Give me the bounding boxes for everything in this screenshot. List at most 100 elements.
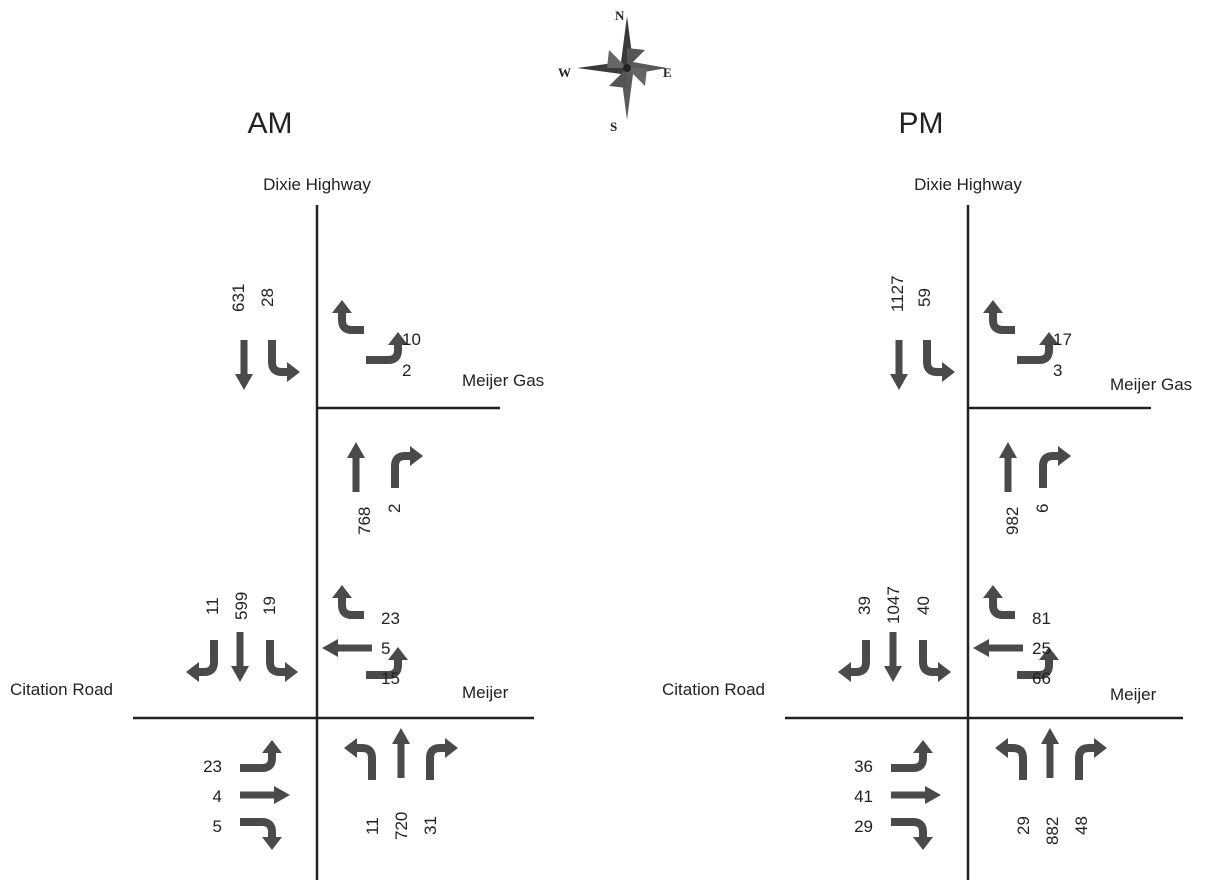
southbound-right-arrow-icon: [927, 340, 955, 382]
volume-nb-right: 2: [385, 504, 404, 513]
upper-northbound: 982 6: [999, 442, 1071, 535]
lower-northbound: 11 720 31: [344, 728, 458, 840]
volume-wb-left: 23: [381, 609, 400, 628]
southbound-left-turn-arrow-icon: [923, 640, 951, 682]
southbound-through-arrow-icon: [235, 340, 253, 390]
eastbound-left-arrow-icon: [891, 740, 933, 768]
am-panel: AM Dixie Highway Meijer Gas Citation Roa…: [10, 107, 544, 880]
lower-eastbound: 36 41 29: [854, 740, 941, 850]
street-citation-road: Citation Road: [10, 680, 113, 699]
volume-sb-through: 1127: [888, 275, 907, 312]
lower-westbound: 81 25 66: [973, 585, 1059, 688]
volume-sb-right: 39: [855, 596, 874, 615]
westbound-left-arrow-icon: [983, 585, 1015, 615]
southbound-through-arrow-icon: [890, 340, 908, 390]
street-meijer-gas: Meijer Gas: [1110, 375, 1192, 394]
westbound-uturn-arrow-icon: [983, 300, 1015, 330]
lower-eastbound: 23 4 5: [203, 740, 290, 850]
upper-westbound: 10 2: [332, 300, 421, 380]
southbound-through-arrow-icon: [231, 632, 249, 682]
volume-sb-through: 599: [232, 592, 251, 620]
street-meijer-gas: Meijer Gas: [462, 371, 544, 390]
upper-southbound: 631 28: [229, 284, 300, 390]
period-title: AM: [248, 107, 293, 140]
volume-eb-left: 36: [854, 757, 873, 776]
volume-eb-left: 23: [203, 757, 222, 776]
southbound-left-turn-arrow-icon: [270, 640, 298, 682]
northbound-right-arrow-icon: [1043, 446, 1071, 488]
lower-westbound: 23 5 15: [322, 585, 408, 688]
street-citation-road: Citation Road: [662, 680, 765, 699]
eastbound-right-arrow-icon: [891, 822, 933, 850]
volume-nb-left: 11: [363, 817, 382, 835]
volume-sb-through: 1047: [884, 586, 903, 624]
volume-sb-left: 40: [914, 596, 933, 615]
volume-nb-right: 31: [421, 816, 440, 835]
compass-east-label: E: [663, 65, 672, 80]
upper-southbound: 1127 59: [888, 275, 955, 390]
volume-nb-right: 48: [1072, 816, 1091, 835]
eastbound-right-arrow-icon: [240, 822, 282, 850]
volume-wb-left: 2: [402, 361, 411, 380]
volume-wb-right: 66: [1032, 669, 1051, 688]
southbound-right-turn-arrow-icon: [186, 640, 214, 682]
volume-sb-right: 59: [915, 288, 934, 307]
northbound-through-arrow-icon: [392, 728, 410, 778]
volume-eb-through: 4: [213, 787, 222, 806]
volume-nb-through: 982: [1003, 507, 1022, 535]
compass-west-label: W: [558, 65, 571, 80]
eastbound-through-arrow-icon: [891, 786, 941, 804]
volume-eb-through: 41: [854, 787, 873, 806]
lower-southbound: 39 1047 40: [838, 586, 951, 682]
compass-south-label: S: [610, 119, 617, 134]
road-lines: [785, 205, 1183, 880]
street-meijer: Meijer: [462, 683, 509, 702]
volume-sb-right: 11: [203, 597, 222, 615]
volume-wb-left: 81: [1032, 609, 1051, 628]
upper-westbound: 17 3: [983, 300, 1072, 380]
lower-northbound: 29 882 48: [995, 728, 1107, 845]
northbound-right-arrow-icon: [395, 446, 423, 488]
compass-north-label: N: [615, 8, 625, 23]
southbound-right-turn-arrow-icon: [838, 640, 866, 682]
eastbound-left-arrow-icon: [240, 740, 282, 768]
westbound-through-arrow-icon: [973, 639, 1023, 657]
northbound-through-arrow-icon: [347, 442, 365, 492]
southbound-through-arrow-icon: [884, 632, 902, 682]
northbound-through-arrow-icon: [1041, 728, 1059, 778]
upper-northbound: 768 2: [347, 442, 423, 535]
volume-wb-right: 15: [381, 669, 400, 688]
southbound-right-arrow-icon: [272, 340, 300, 382]
westbound-uturn-arrow-icon: [332, 300, 364, 330]
volume-wb-through: 25: [1032, 639, 1051, 658]
northbound-left-arrow-icon: [344, 738, 372, 780]
volume-wb-left: 3: [1053, 361, 1062, 380]
pm-panel: PM Dixie Highway Meijer Gas Citation Roa…: [662, 107, 1192, 880]
volume-nb-right: 6: [1033, 504, 1052, 513]
period-title: PM: [899, 107, 944, 140]
volume-nb-through: 720: [392, 812, 411, 840]
volume-nb-through: 882: [1043, 817, 1062, 845]
street-dixie-highway: Dixie Highway: [914, 175, 1022, 194]
street-dixie-highway: Dixie Highway: [263, 175, 371, 194]
northbound-through-arrow-icon: [999, 442, 1017, 492]
northbound-right-arrow-icon: [1079, 738, 1107, 780]
volume-wb-through: 5: [381, 639, 390, 658]
northbound-right-arrow-icon: [430, 738, 458, 780]
volume-nb-left: 29: [1014, 816, 1033, 835]
road-lines: [133, 205, 534, 880]
volume-eb-right: 29: [854, 817, 873, 836]
northbound-left-arrow-icon: [995, 738, 1023, 780]
compass-rose: N S E W: [558, 8, 672, 134]
volume-sb-right: 28: [258, 288, 277, 307]
westbound-left-arrow-icon: [332, 585, 364, 615]
westbound-through-arrow-icon: [322, 639, 372, 657]
lower-southbound: 11 599 19: [186, 592, 298, 682]
volume-sb-through: 631: [229, 284, 248, 312]
street-meijer: Meijer: [1110, 685, 1157, 704]
volume-wb-uturn: 17: [1053, 330, 1072, 349]
volume-sb-left: 19: [260, 596, 279, 615]
volume-nb-through: 768: [355, 507, 374, 535]
volume-eb-right: 5: [213, 817, 222, 836]
